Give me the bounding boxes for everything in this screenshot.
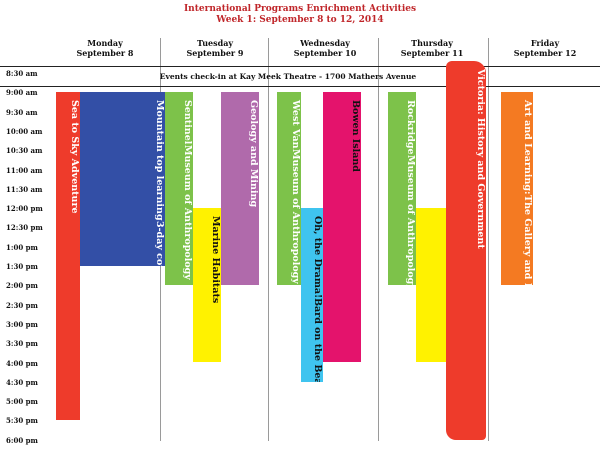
event-geology: Geology and Mining <box>221 92 259 286</box>
time-label: 12:00 pm <box>6 204 43 214</box>
time-label: 8:30 am <box>6 69 38 78</box>
event-bowen: Bowen Island <box>323 92 361 363</box>
time-label: 5:00 pm <box>6 397 38 407</box>
event-label: Bowen Island <box>350 100 361 173</box>
event-marine-tue: Marine Habitats <box>193 208 221 363</box>
day-separator <box>268 38 269 441</box>
time-label: 4:30 pm <box>6 377 38 387</box>
event-label: Sea to Sky Adventure <box>69 100 80 214</box>
time-label: 9:00 am <box>6 88 38 98</box>
time-label: 11:00 am <box>6 165 43 175</box>
time-label: 1:00 pm <box>6 242 38 252</box>
day-separator <box>378 38 379 441</box>
day-separator <box>488 38 489 441</box>
header-rule <box>0 66 600 67</box>
event-label: Geology and Mining <box>248 100 259 208</box>
event-label: Oh, the Drama!Bard on the Beach <box>312 216 323 382</box>
time-label: 10:00 am <box>6 126 43 136</box>
event-bard: Oh, the Drama!Bard on the Beach <box>301 208 323 382</box>
checkin-rule <box>0 86 600 87</box>
time-label: 4:00 pm <box>6 358 38 368</box>
page-title: International Programs Enrichment Activi… <box>183 4 417 14</box>
time-label: 5:30 pm <box>6 416 38 426</box>
time-label: 9:30 am <box>6 107 38 117</box>
time-label: 2:00 pm <box>6 281 38 291</box>
event-label: Marine Habitats <box>210 216 221 304</box>
checkin-notice: Events check-in at Kay Meek Theatre - 17… <box>159 72 417 81</box>
time-label: 11:30 am <box>6 184 43 194</box>
time-label: 12:30 pm <box>6 223 43 233</box>
event-victoria: Victoria: History and Government <box>446 61 486 440</box>
time-label: 3:30 pm <box>6 339 38 349</box>
time-label: 6:00 pm <box>6 435 38 445</box>
event-sea-to-sky: Sea to Sky Adventure <box>56 92 80 421</box>
event-label: Art and Learning:The Gallery and Library <box>522 100 533 286</box>
event-label: Victoria: History and Government <box>475 69 486 249</box>
time-label: 3:00 pm <box>6 319 38 329</box>
time-label: 1:30 pm <box>6 262 38 271</box>
time-label: 2:30 pm <box>6 300 38 310</box>
event-art: Art and Learning:The Gallery and Library <box>501 92 533 286</box>
page-subtitle: Week 1: September 8 to 12, 2014 <box>216 15 384 25</box>
time-label: 10:30 am <box>6 146 43 156</box>
